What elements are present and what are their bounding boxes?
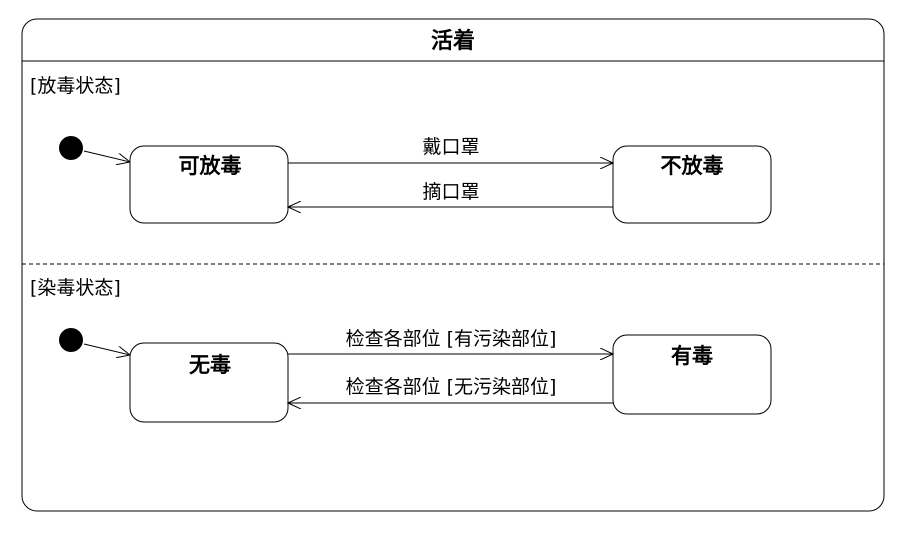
initial-state-contamination	[59, 328, 83, 352]
transition-label: 检查各部位 [无污染部位]	[346, 376, 557, 398]
composite-state-frame	[21, 18, 885, 512]
initial-transition-poison	[83, 150, 130, 162]
initial-state-poison	[59, 136, 83, 160]
transition-label: 摘口罩	[422, 181, 479, 203]
transition-label: 戴口罩	[422, 136, 479, 158]
state-cannot-poison: 不放毒	[612, 145, 772, 224]
composite-state-title: 活着	[431, 28, 475, 54]
initial-transition-contamination	[83, 343, 130, 355]
state-no-poison: 无毒	[129, 342, 289, 423]
region-label-contamination: [染毒状态]	[30, 277, 121, 299]
state-label: 无毒	[189, 353, 231, 377]
state-poisoned: 有毒	[612, 334, 772, 415]
state-can-poison: 可放毒	[129, 145, 289, 224]
region-label-poison: [放毒状态]	[30, 75, 121, 97]
state-label: 不放毒	[661, 154, 724, 178]
transition-label: 检查各部位 [有污染部位]	[346, 328, 557, 350]
state-label: 可放毒	[179, 154, 242, 178]
state-label: 有毒	[671, 344, 713, 368]
